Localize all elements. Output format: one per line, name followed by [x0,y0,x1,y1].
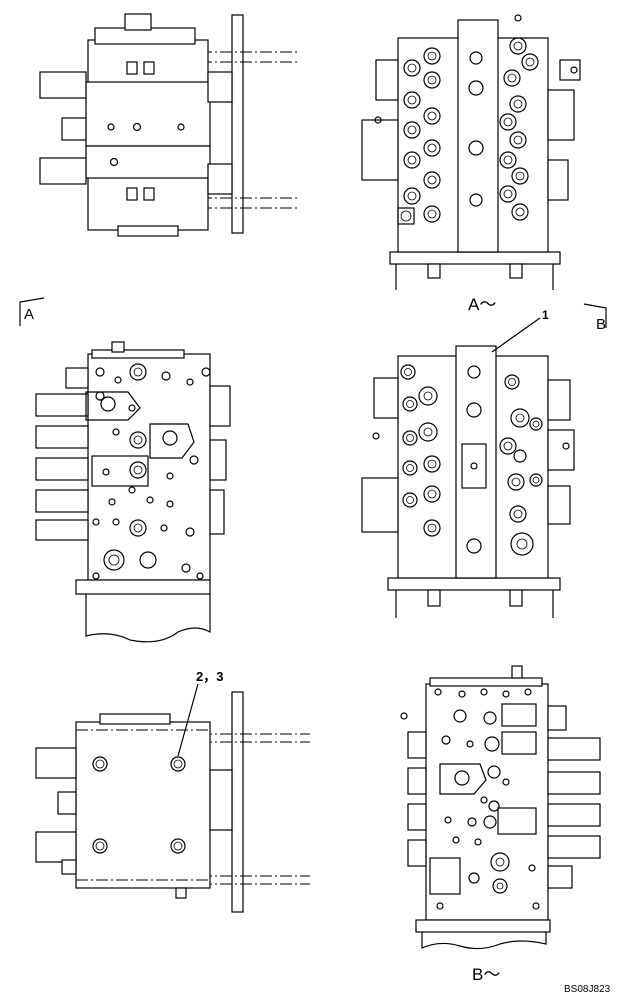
leader-line-1 [491,317,541,353]
view-caption-a: A～ [468,295,497,314]
section-marker-a [19,297,45,326]
view-middle-right-valve [361,345,575,618]
leader-line-2-3 [177,683,199,757]
view-top-left-valve [39,13,300,237]
section-label-a: A [24,306,35,323]
view-caption-b: B～ [472,965,501,984]
callout-1: 1 [542,308,549,322]
drawing-number: BS08J823 [564,984,611,995]
callout-2-3: 2，3 [196,669,224,684]
view-bottom-left-valve [35,691,310,913]
section-label-b: B [596,316,607,333]
view-top-right-valve [361,14,581,290]
section-marker-b [583,303,607,328]
view-middle-left-valve [35,341,231,643]
view-bottom-right-valve [400,665,601,950]
